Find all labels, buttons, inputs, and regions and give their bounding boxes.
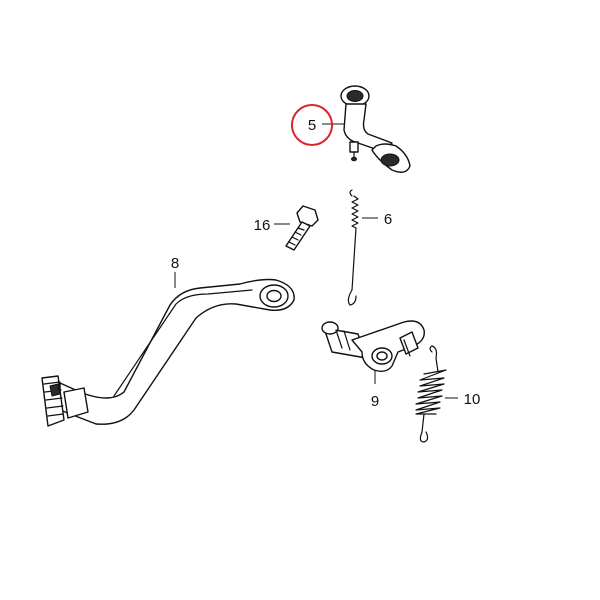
part-6-spring — [347, 189, 378, 306]
part-16-bolt — [274, 205, 319, 251]
callout-8: 8 — [171, 255, 179, 272]
callout-10: 10 — [464, 391, 481, 408]
callout-6: 6 — [384, 211, 392, 228]
part-5-highlight-ring — [291, 104, 333, 146]
part-5-brake-arm — [322, 85, 411, 173]
callout-9: 9 — [371, 393, 379, 410]
callout-16: 16 — [254, 217, 271, 234]
part-8-brake-pedal — [41, 272, 295, 427]
part-10-spring — [415, 345, 458, 443]
part-9-shaft-arm — [321, 320, 425, 384]
callout-5: 5 — [308, 117, 316, 134]
